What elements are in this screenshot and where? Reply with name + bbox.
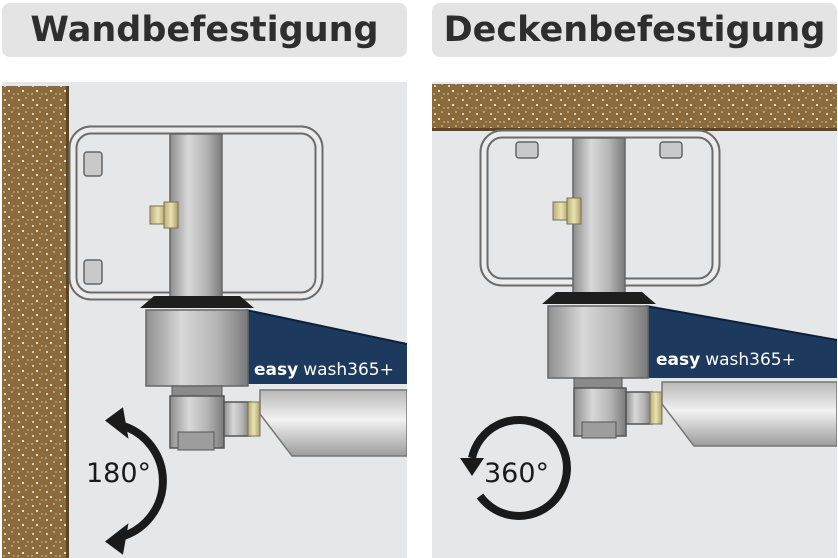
rotation-angle-180: 180° (86, 458, 152, 489)
ceiling-mount-title-box: Deckenbefestigung (432, 3, 837, 57)
ceiling-mount-title: Deckenbefestigung (443, 10, 826, 50)
elbow-nut (177, 431, 215, 451)
elbow-outlet (625, 391, 653, 425)
ceiling-mount-drawing (432, 82, 837, 558)
swivel-body (145, 309, 249, 387)
wall-mount-title: Wandbefestigung (30, 10, 379, 50)
wall-mount-title-box: Wandbefestigung (2, 3, 407, 57)
brand-wash-left: wash365+ (303, 360, 394, 380)
brand-easy-right: easy (656, 350, 701, 370)
brass-nut (163, 201, 179, 229)
hose-coupling (247, 401, 261, 437)
wash-pipe (661, 381, 837, 447)
rotation-arrow-360-icon (460, 416, 571, 520)
brand-easy-left: easy (254, 360, 299, 380)
swivel-collar (573, 377, 623, 389)
brass-nut (566, 197, 582, 225)
wall-bolt-bottom (83, 259, 103, 285)
elbow-outlet (223, 401, 251, 437)
wall-bolt-top (83, 151, 103, 177)
ceiling-mount-panel: Deckenbefestigung (432, 0, 837, 558)
rotation-angle-360: 360° (484, 458, 550, 489)
swivel-collar (171, 385, 223, 397)
ceiling-bolt-right (659, 141, 683, 159)
swivel-cap (542, 292, 656, 304)
concrete-ceiling (432, 84, 837, 130)
hose-coupling (649, 391, 663, 425)
wall-mount-drawing (2, 82, 407, 558)
elbow-nut (581, 421, 617, 439)
nozzle-panel-edge (645, 305, 837, 341)
nozzle-panel (646, 306, 837, 378)
wash-pipe (259, 389, 407, 457)
ceiling-bolt-left (515, 141, 539, 159)
wall-mount-panel: Wandbefestigung (2, 0, 407, 558)
nozzle-panel-edge (245, 309, 407, 345)
concrete-wall (2, 86, 68, 558)
brand-wash-right: wash365+ (705, 350, 796, 370)
nozzle-panel (246, 310, 407, 384)
swivel-body (547, 305, 649, 379)
swivel-cap (140, 296, 254, 308)
rotation-arrow-180-icon (104, 407, 167, 555)
wall-edge (66, 86, 69, 558)
